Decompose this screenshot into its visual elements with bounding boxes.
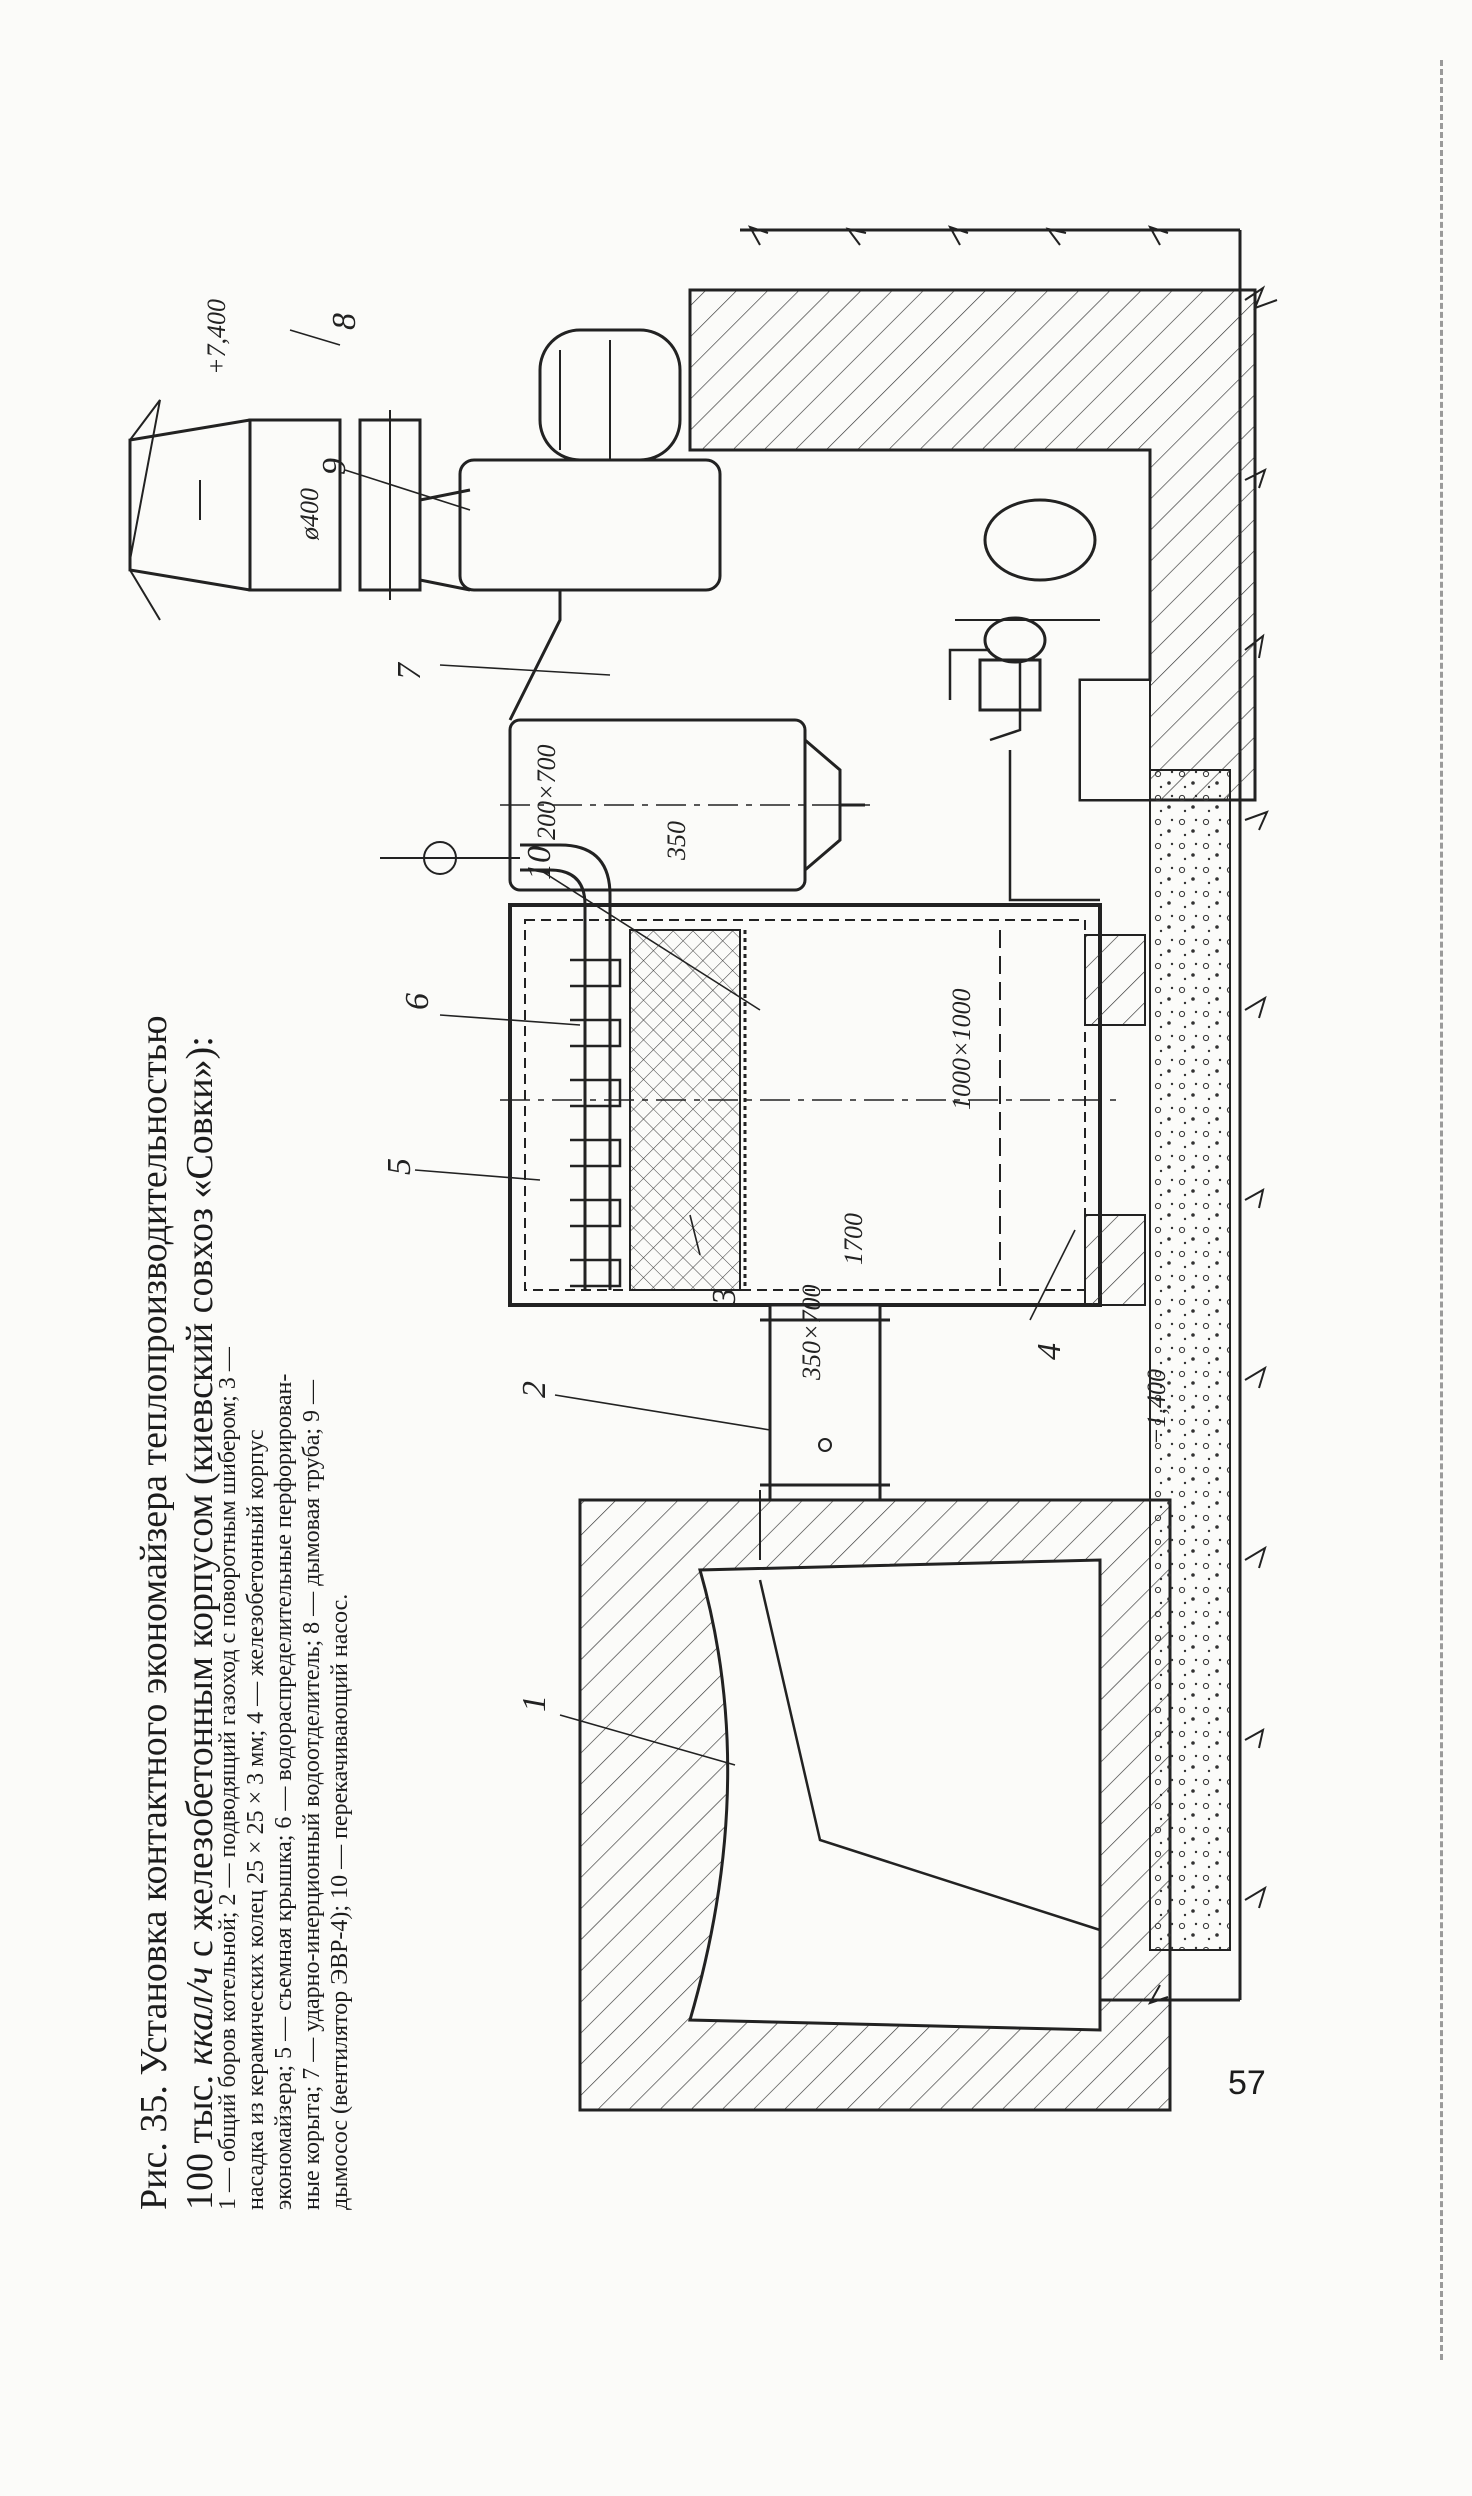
economizer-body xyxy=(500,903,1120,1307)
outlet-duct-size: 200×700 xyxy=(532,744,561,840)
callout-8: 8 xyxy=(326,313,363,330)
elevation-top: +7,400 xyxy=(202,299,231,375)
elevation-bottom: −1,400 xyxy=(1142,1369,1171,1445)
callout-1: 1 xyxy=(516,1695,553,1712)
dim-350: 350 xyxy=(662,821,691,861)
callout-7: 7 xyxy=(391,661,428,680)
callout-2: 2 xyxy=(516,1381,553,1398)
smoke-exhauster xyxy=(458,328,722,592)
callout-numbers: 1 2 3 4 5 6 7 8 9 10 xyxy=(316,313,1068,1712)
dimension-labels: +7,400 −1,400 ø400 350×700 200×700 350 1… xyxy=(202,299,1171,1445)
page-number: 57 xyxy=(1228,2064,1266,2102)
inlet-duct xyxy=(760,1303,890,1502)
upper-foundation xyxy=(688,288,1257,802)
callout-10: 10 xyxy=(521,846,558,880)
chimney-diameter: ø400 xyxy=(295,488,324,541)
chimney xyxy=(128,399,471,621)
water-inlet-pipe xyxy=(380,841,612,1290)
transfer-pump xyxy=(948,498,1100,902)
callout-leaders xyxy=(289,329,1076,1766)
dim-1700: 1700 xyxy=(839,1213,868,1265)
dim-1000x1000: 1000×1000 xyxy=(947,988,976,1110)
gravel-bedding xyxy=(1149,769,1231,1951)
callout-6: 6 xyxy=(399,993,436,1010)
inlet-duct-size: 350×700 xyxy=(797,1284,826,1381)
distribution-troughs xyxy=(570,958,622,1288)
callout-3: 3 xyxy=(706,1288,743,1306)
boiler-flue-block xyxy=(578,1490,1172,2112)
callout-4: 4 xyxy=(1031,1343,1068,1360)
callout-5: 5 xyxy=(381,1158,418,1175)
callout-9: 9 xyxy=(316,458,353,475)
body-supports xyxy=(1084,934,1146,1306)
page-edge-rule xyxy=(1440,60,1443,2360)
